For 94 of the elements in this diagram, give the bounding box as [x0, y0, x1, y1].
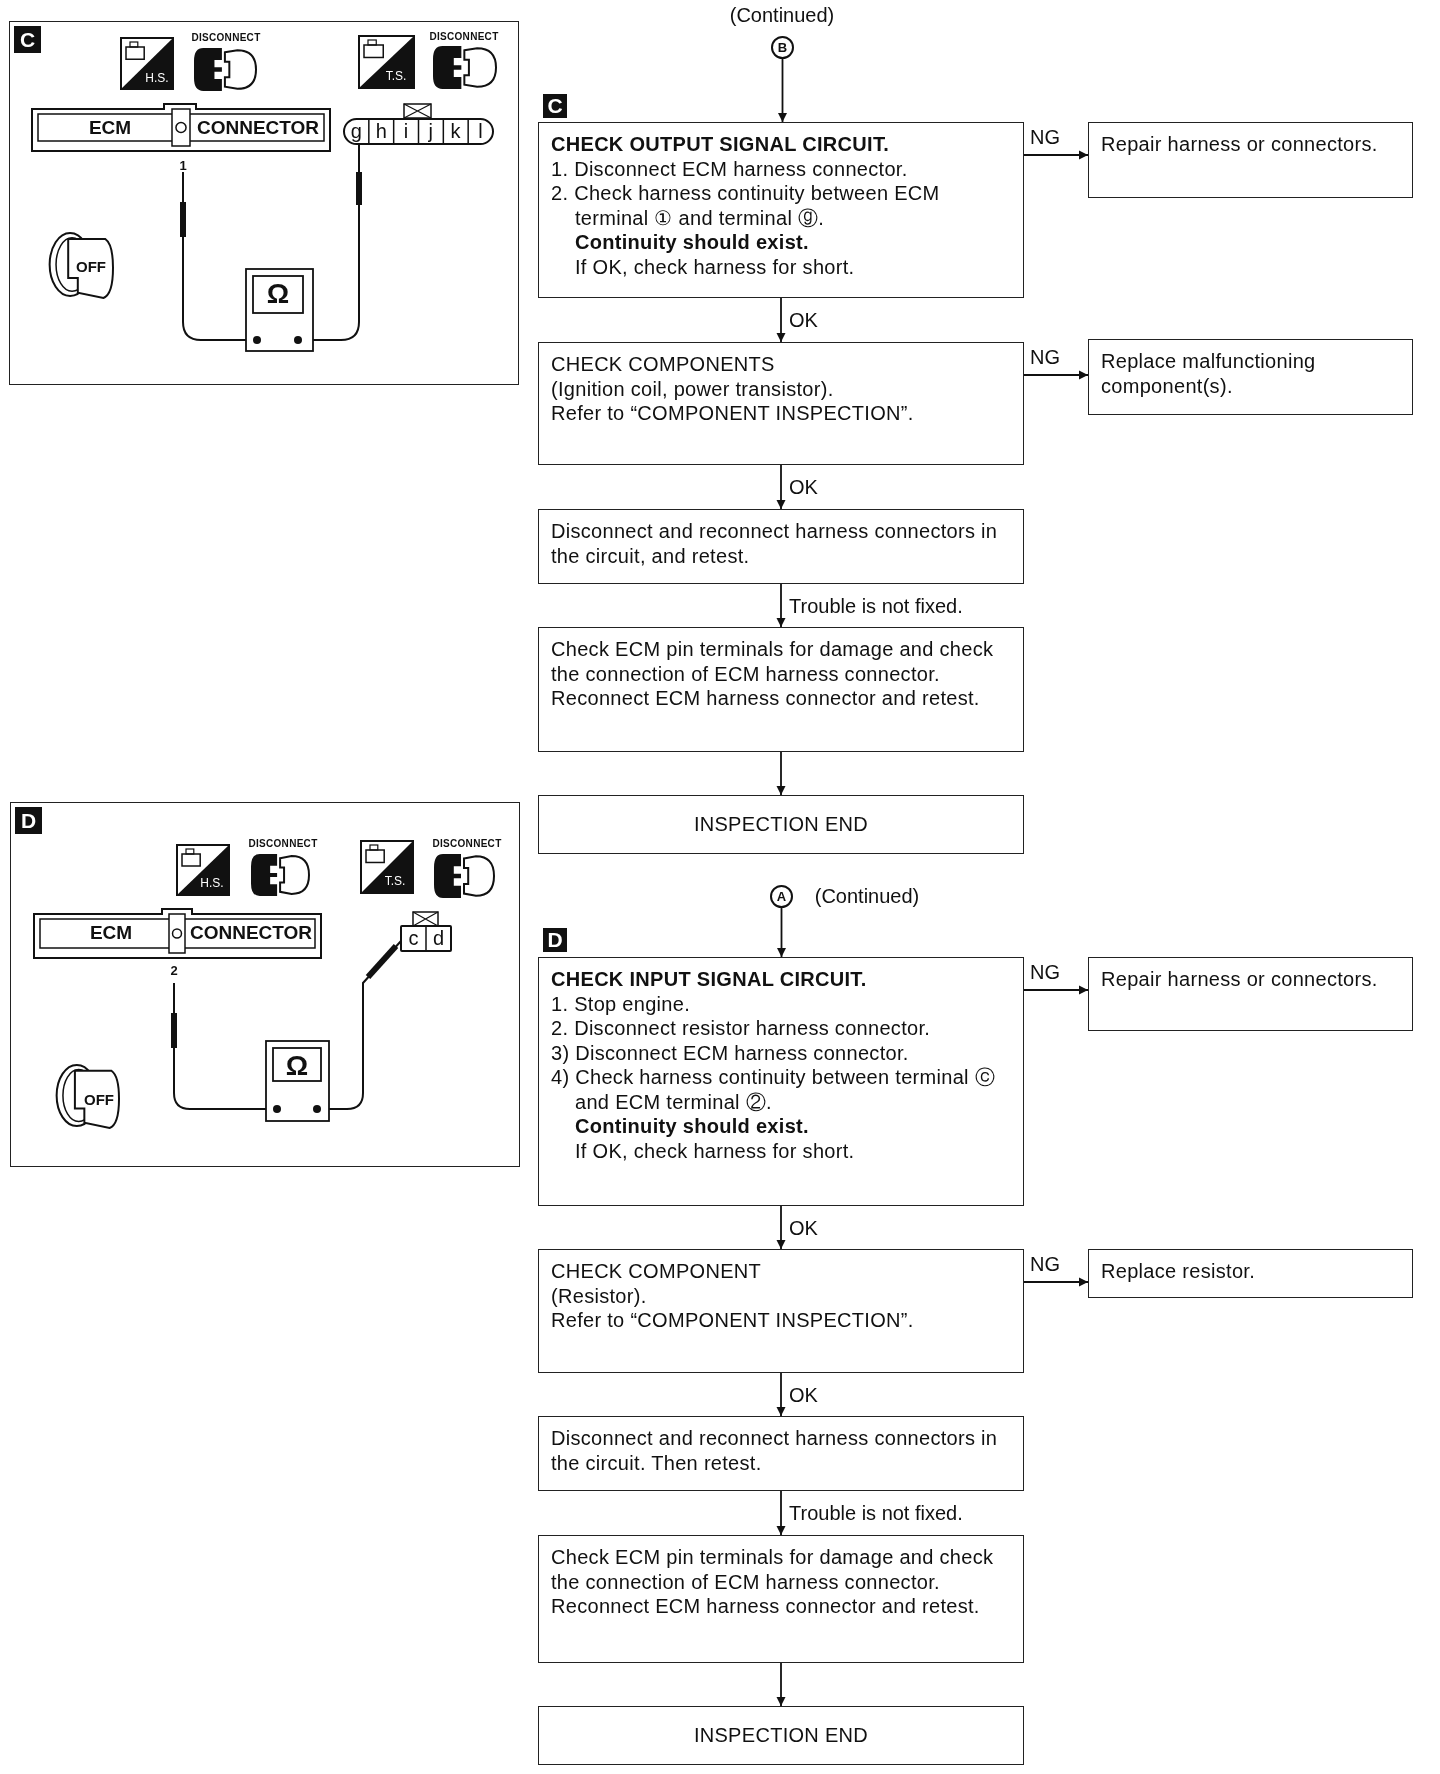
flow-arrow [776, 583, 786, 628]
illustration-panel [10, 802, 520, 1167]
step-text: Check ECM pin terminals for damage and check the connection of ECM harness connector. Reconnect ECM harness connector and retest. [551, 637, 995, 711]
terminal-letter: g [349, 119, 363, 144]
continued-note: (Continued) [813, 884, 921, 908]
step-text: If OK, check harness for short. [574, 1138, 856, 1163]
step-text: Check ECM pin terminals for damage and check the connection of ECM harness connector. Reconnect ECM harness connector and retest. [551, 1545, 995, 1619]
step-text: Repair harness or connectors. [1101, 967, 1379, 992]
step-text: Disconnect and reconnect harness connectors in the circuit, and retest. [551, 519, 999, 568]
step-text: Disconnect and reconnect harness connectors in the circuit. Then retest. [551, 1426, 999, 1475]
meter-symbol: Ω [284, 1049, 310, 1081]
terminal-letter: h [374, 119, 388, 144]
disconnect-text: DISCONNECT [431, 837, 503, 851]
terminal-number: 1 [178, 158, 188, 174]
disconnect-text: DISCONNECT [190, 31, 262, 45]
disconnect-text: DISCONNECT [247, 837, 319, 851]
flow-arrow [1023, 1277, 1089, 1287]
flow-arrow [776, 751, 786, 796]
flow-arrow [776, 297, 786, 343]
terminal-letter: c [407, 926, 420, 951]
icon-caption: H.S. [199, 875, 225, 891]
switch-label: OFF [83, 1090, 115, 1110]
icon-caption: H.S. [144, 70, 170, 86]
connector-circle [771, 36, 794, 59]
connector-label: CONNECTOR [195, 116, 321, 140]
end-box [538, 795, 1024, 854]
action-box [1088, 1249, 1413, 1298]
step-text: 4) Check harness continuity between terminal ⓒ and ECM terminal ②. [551, 1065, 996, 1114]
icon-caption: T.S. [383, 873, 407, 889]
flow-arrow [776, 1372, 786, 1417]
process-box [538, 122, 1024, 298]
terminal-letter: d [431, 926, 446, 951]
end-text: INSPECTION END [693, 1723, 869, 1748]
terminal-letter: l [477, 119, 484, 144]
flow-arrow [776, 464, 786, 510]
step-badge: C [543, 94, 567, 118]
flow-arrow [776, 1205, 786, 1250]
connector-label: ECM [88, 921, 134, 945]
terminal-letter: k [449, 119, 462, 144]
connector-circle [770, 885, 793, 908]
action-box [1088, 957, 1413, 1031]
illustration-panel [9, 21, 519, 385]
flow-arrow [1023, 150, 1089, 160]
step-text: (Ignition coil, power transistor). [551, 376, 835, 401]
step-text: If OK, check harness for short. [574, 254, 856, 279]
panel-badge: C [14, 26, 41, 53]
step-text: Replace resistor. [1101, 1259, 1257, 1284]
step-text: CHECK COMPONENT [551, 1259, 763, 1284]
process-box [538, 509, 1024, 584]
process-box [538, 1249, 1024, 1373]
step-text: CHECK OUTPUT SIGNAL CIRCUIT. [551, 132, 891, 157]
step-text: Replace malfunctioning component(s). [1101, 349, 1317, 398]
step-text: CHECK COMPONENTS [551, 352, 776, 377]
process-box [538, 957, 1024, 1206]
meter-symbol: Ω [265, 277, 291, 311]
switch-label: OFF [75, 257, 107, 277]
step-text: Continuity should exist. [574, 230, 810, 255]
process-box [538, 342, 1024, 465]
step-text: CHECK INPUT SIGNAL CIRCUIT. [551, 967, 868, 992]
step-text: (Resistor). [551, 1283, 648, 1308]
terminal-number: 2 [169, 963, 179, 979]
terminal-letter: j [427, 119, 434, 144]
connector-label: CONNECTOR [188, 921, 314, 945]
step-badge: D [543, 928, 567, 952]
action-box [1088, 339, 1413, 415]
terminal-letter: i [402, 119, 410, 144]
process-box [538, 627, 1024, 752]
step-text: 2. Disconnect resistor harness connector. [551, 1016, 932, 1041]
step-text: 1. Disconnect ECM harness connector. [551, 156, 909, 181]
step-text: Refer to “COMPONENT INSPECTION”. [551, 1308, 915, 1333]
disconnect-text: DISCONNECT [428, 30, 500, 44]
continued-note: (Continued) [728, 3, 836, 27]
flow-arrow [777, 907, 786, 958]
end-box [538, 1706, 1024, 1765]
process-box [538, 1535, 1024, 1663]
connector-label: ECM [87, 116, 133, 140]
connector-letter: B [777, 40, 788, 55]
step-text: Refer to “COMPONENT INSPECTION”. [551, 401, 915, 426]
step-text: Continuity should exist. [574, 1114, 810, 1139]
step-text: Repair harness or connectors. [1101, 132, 1379, 157]
flow-arrow [1023, 370, 1089, 380]
panel-badge: D [15, 807, 42, 834]
end-text: INSPECTION END [693, 812, 869, 837]
process-box [538, 1416, 1024, 1491]
flow-arrow [778, 58, 787, 123]
step-text: 1. Stop engine. [551, 991, 692, 1016]
step-text: 2. Check harness continuity between ECM terminal ① and terminal ⓖ. [551, 181, 941, 230]
connector-letter: A [776, 889, 787, 904]
flow-arrow [776, 1490, 786, 1536]
action-box [1088, 122, 1413, 198]
icon-caption: T.S. [384, 68, 408, 84]
flow-arrow [776, 1662, 786, 1707]
flow-arrow [1023, 985, 1089, 995]
step-text: 3) Disconnect ECM harness connector. [551, 1040, 910, 1065]
